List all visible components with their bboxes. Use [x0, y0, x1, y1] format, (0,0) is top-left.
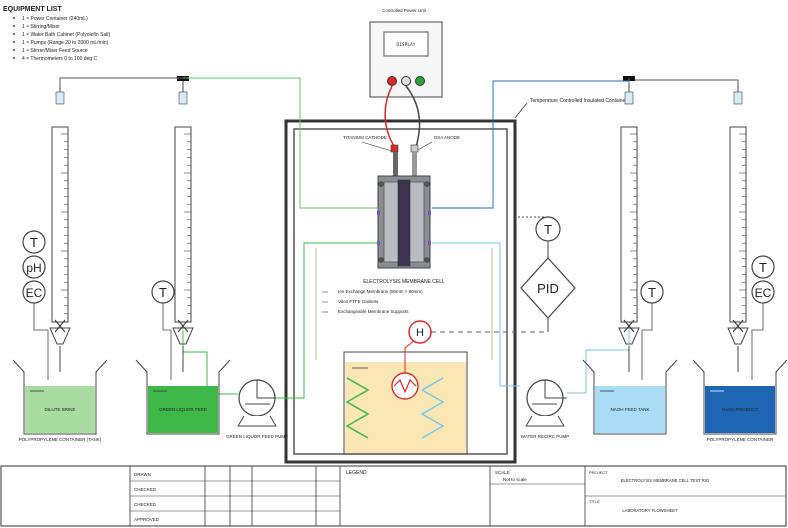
pump-caption: WATER RECIRC PUMP	[521, 434, 570, 439]
tank-naoh-feed: NAOH FEED TANK	[582, 359, 678, 435]
tank-label: NAOH PRODUCT	[722, 407, 759, 412]
equipment-list-title: EQUIPMENT LIST	[3, 6, 62, 13]
drawing-value: LABORATORY FLOWSHEET	[622, 508, 678, 513]
pid-controller: PID T	[520, 216, 576, 319]
tank-caption: POLYPROPYLENE CONTAINER	[707, 437, 774, 442]
tank-fill	[705, 386, 775, 433]
process-lines	[59, 77, 739, 399]
burette-right-1	[618, 76, 640, 345]
power-supply-display: DISPLAY	[397, 42, 416, 48]
tank-label: DILUTE BRINE	[44, 407, 75, 412]
temp-sensor-label: T	[648, 285, 656, 300]
insulated-container-label: Temperature Controlled Insulated Contain…	[530, 98, 627, 104]
pump-caption: GREEN LIQUOR FEED PUMP	[226, 434, 288, 439]
project-value: ELECTROLYSIS MEMBRANE CELL TEST RIG	[621, 478, 710, 483]
title-block-row: APPROVED	[134, 517, 160, 522]
equipment-item: 1 × Stirring/Mixer	[22, 24, 60, 30]
pump-green-liquor: GREEN LIQUOR FEED PUMP	[226, 379, 288, 439]
temp-sensor-label: T	[759, 260, 767, 275]
tank-dilute-brine: DILUTE BRINE POLYPROPYLENE CONTAINER (TA…	[12, 359, 108, 442]
cell-note: Viton FTFE Gaskets	[338, 299, 379, 304]
equipment-item: 1 × Stirrer/Mixer Feed Source	[22, 48, 88, 54]
tank-caption: POLYPROPYLENE CONTAINER (TANK)	[19, 437, 102, 442]
scale-value: Not to scale	[503, 477, 527, 482]
power-supply-title: Controlled Power Unit	[382, 8, 427, 13]
instrument-green-liquor: T	[151, 280, 175, 380]
heater-indicator: H	[408, 320, 432, 344]
pid-label: PID	[537, 281, 559, 296]
cell-title: ELECTROLYSIS MEMBRANE CELL	[363, 279, 445, 285]
project-label: PROJECT	[589, 470, 608, 475]
equipment-item: 1 × Water Bath Cabinet (Polyolefin Salt)	[22, 32, 111, 38]
tank-fill	[25, 386, 95, 433]
positive-terminal	[387, 76, 397, 86]
ground-terminal	[415, 76, 425, 86]
ph-sensor-label: pH	[26, 261, 41, 275]
cell-note: Ion Exchange Membrane (80mm × 80mm)	[338, 289, 423, 294]
cathode-label: TITANIUM CATHODE	[343, 135, 387, 140]
instrument-dilute: T pH EC	[22, 230, 49, 380]
pump-water-recirc: WATER RECIRC PUMP	[521, 379, 570, 439]
drawing-label: TITLE	[589, 499, 600, 504]
temp-sensor-label: T	[159, 285, 167, 300]
anode-label: DSA ANODE	[434, 135, 460, 140]
cell-note: Exchangeable Membrane Supports	[338, 309, 409, 314]
power-supply: Controlled Power Unit DISPLAY	[369, 8, 443, 98]
tank-label: NAOH FEED TANK	[610, 407, 649, 412]
title-block-row: CHECKED	[134, 502, 157, 507]
tank-naoh-product: NAOH PRODUCT POLYPROPYLENE CONTAINER	[692, 359, 788, 442]
title-block: DRAWN CHECKED CHECKED APPROVED LEGEND SC…	[0, 465, 787, 527]
equipment-item: 1 × Power Container (240mL)	[22, 16, 88, 22]
neutral-terminal	[401, 76, 411, 86]
burette-left-2	[172, 76, 194, 345]
title-block-row: CHECKED	[134, 487, 157, 492]
title-block-row: DRAWN	[134, 472, 151, 477]
tank-fill	[595, 386, 665, 433]
equipment-item: 1 × Pumps (Range 20 to 2000 mL/min)	[22, 40, 109, 46]
equipment-list: EQUIPMENT LIST 1 × Power Container (240m…	[3, 6, 111, 62]
burette-right-2	[727, 86, 749, 345]
tank-label: GREEN LIQUOR FEED	[159, 407, 208, 412]
instrument-naoh-feed: T	[640, 280, 664, 380]
instrument-naoh-product: T EC	[751, 255, 775, 380]
electrolysis-cell: TITANIUM CATHODE DSA ANODE ELECTROLYSIS …	[322, 135, 460, 314]
tank-green-liquor: GREEN LIQUOR FEED	[135, 359, 231, 435]
pid-temp-label: T	[544, 222, 552, 237]
water-bath	[343, 335, 468, 455]
temp-sensor-label: T	[30, 235, 38, 250]
equipment-item: 4 × Thermometers 0 to 100 deg C	[22, 56, 97, 62]
burette-left-1	[49, 86, 71, 345]
pid-temp-sensor	[535, 216, 561, 242]
scale-label: SCALE	[495, 470, 510, 475]
legend-label: LEGEND	[346, 470, 367, 476]
tank-fill	[148, 386, 218, 433]
burette-graduations	[61, 133, 746, 314]
ec-sensor-label: EC	[755, 286, 772, 300]
heater-label: H	[416, 327, 424, 339]
ec-sensor-label: EC	[26, 286, 43, 300]
